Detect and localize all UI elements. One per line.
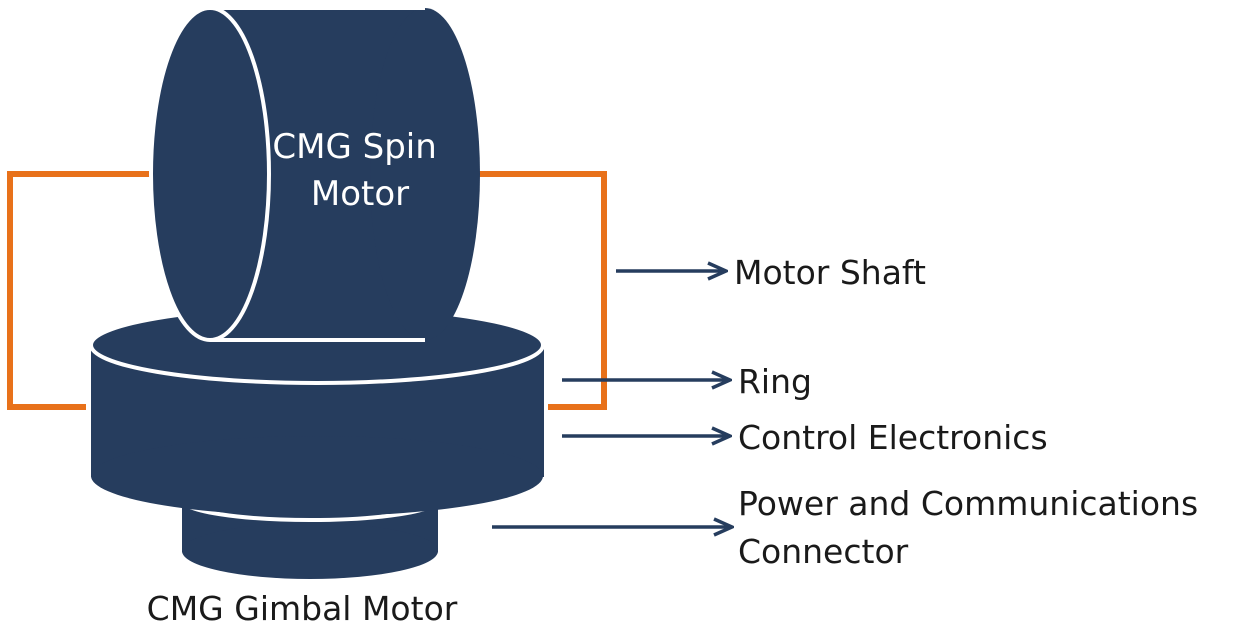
spin-motor-label-line-1: CMG Spin bbox=[272, 127, 436, 167]
power-connector-label-line-2: Connector bbox=[738, 532, 909, 571]
motor-shaft-label: Motor Shaft bbox=[734, 253, 926, 292]
motor-shaft-left bbox=[7, 171, 202, 410]
power-connector-label-line-1: Power and Communications bbox=[738, 484, 1198, 523]
spin-motor-label: CMG Spin Motor bbox=[272, 127, 447, 214]
control-electronics-label: Control Electronics bbox=[738, 418, 1048, 457]
motor-shaft-right bbox=[478, 171, 607, 410]
spin-motor-label-line-2: Motor bbox=[311, 174, 409, 214]
gimbal-motor-label: CMG Gimbal Motor bbox=[147, 589, 458, 628]
power-connector-label: Power and Communications Connector bbox=[738, 484, 1209, 571]
spin-motor-drum bbox=[149, 6, 480, 342]
ring-label: Ring bbox=[738, 362, 812, 401]
